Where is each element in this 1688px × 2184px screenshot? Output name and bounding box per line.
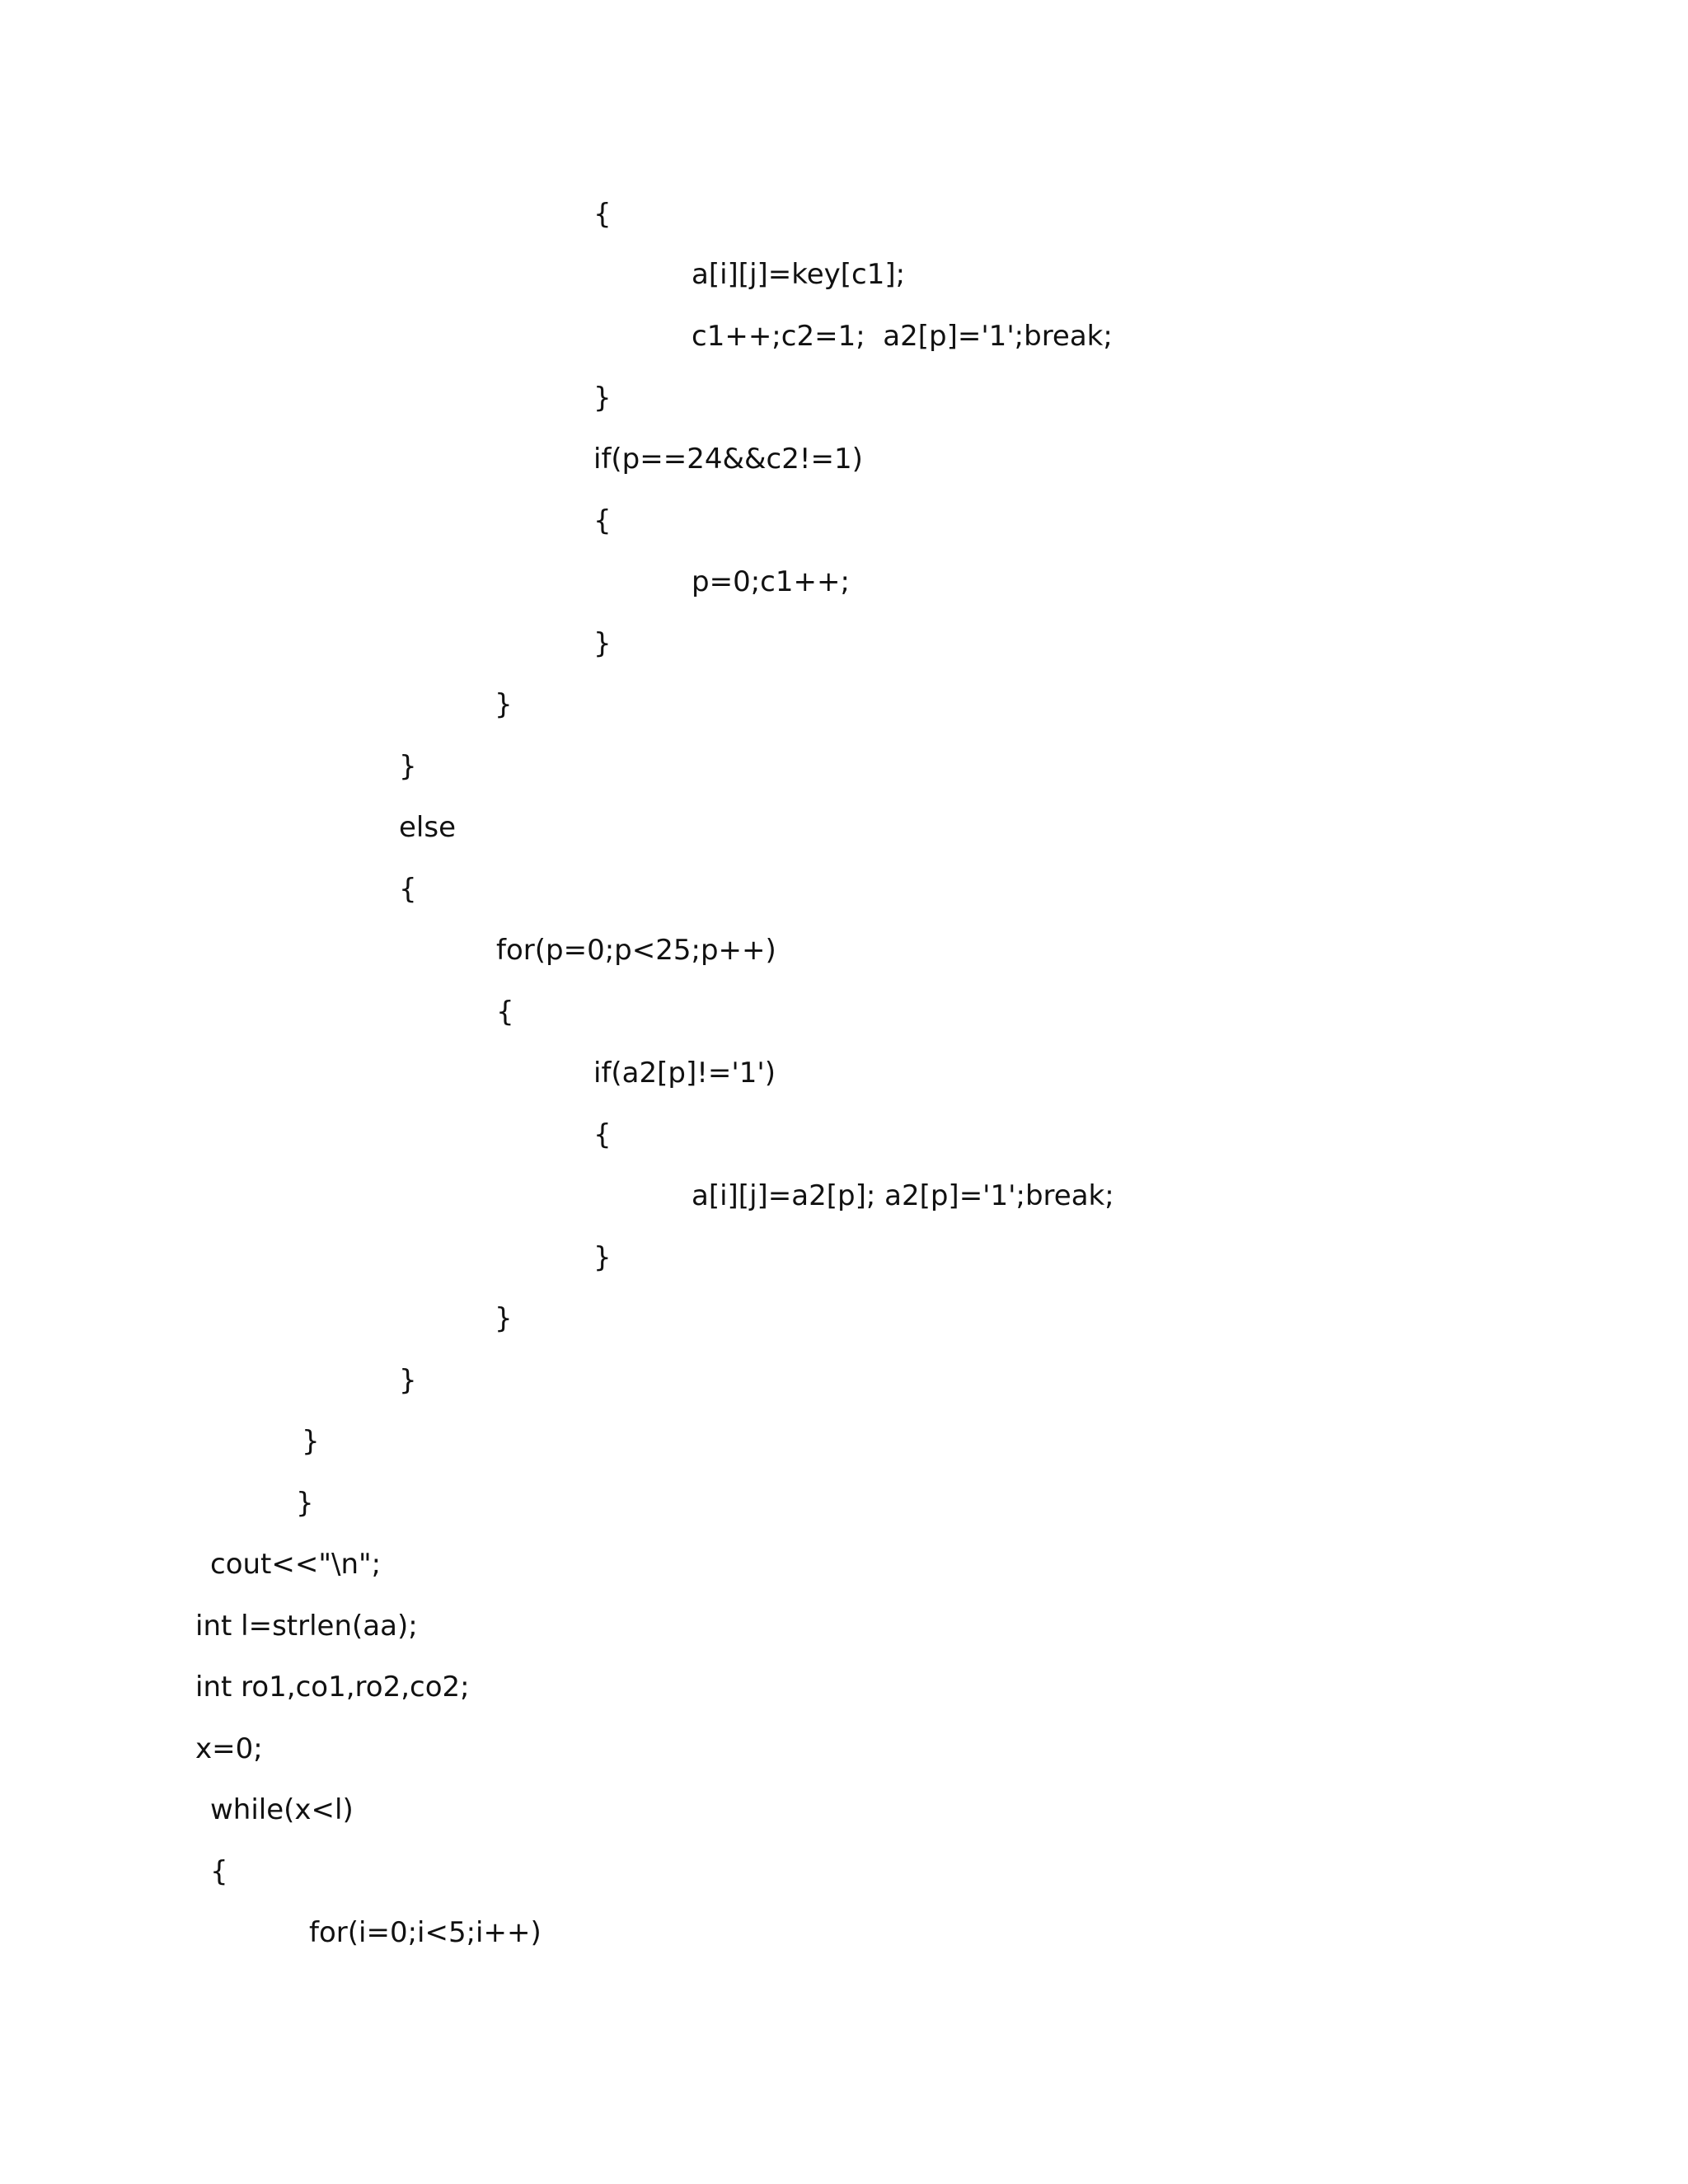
code-line: { [210, 1855, 228, 1888]
code-line: c1++;c2=1; a2[p]='1';break; [692, 320, 1113, 353]
code-line: } [399, 1364, 417, 1397]
code-line: a[i][j]=a2[p]; a2[p]='1';break; [692, 1179, 1114, 1212]
code-line: for(p=0;p<25;p++) [496, 934, 776, 967]
code-line: p=0;c1++; [692, 565, 850, 598]
code-line: } [296, 1487, 314, 1520]
code-line: } [593, 382, 612, 415]
code-line: int ro1,co1,ro2,co2; [195, 1671, 470, 1704]
code-line: a[i][j]=key[c1]; [692, 258, 906, 291]
code-line: for(i=0;i<5;i++) [309, 1916, 542, 1949]
code-line: { [496, 996, 514, 1029]
code-line: } [495, 1302, 513, 1335]
code-line: { [593, 504, 612, 537]
code-line: { [399, 873, 417, 906]
code-line: if(a2[p]!='1') [593, 1057, 776, 1090]
code-line: { [593, 198, 612, 231]
code-line: } [593, 1241, 612, 1274]
code-line: cout<<"\n"; [210, 1548, 382, 1581]
code-line: else [399, 811, 456, 844]
code-line: int l=strlen(aa); [195, 1610, 418, 1643]
code-line: while(x<l) [210, 1793, 354, 1826]
code-line: } [593, 627, 612, 660]
code-line: } [399, 750, 417, 783]
code-line: } [302, 1425, 320, 1458]
code-line: { [593, 1118, 612, 1151]
code-line: } [495, 688, 513, 721]
code-line: if(p==24&&c2!=1) [593, 443, 863, 476]
code-line: x=0; [195, 1732, 263, 1765]
